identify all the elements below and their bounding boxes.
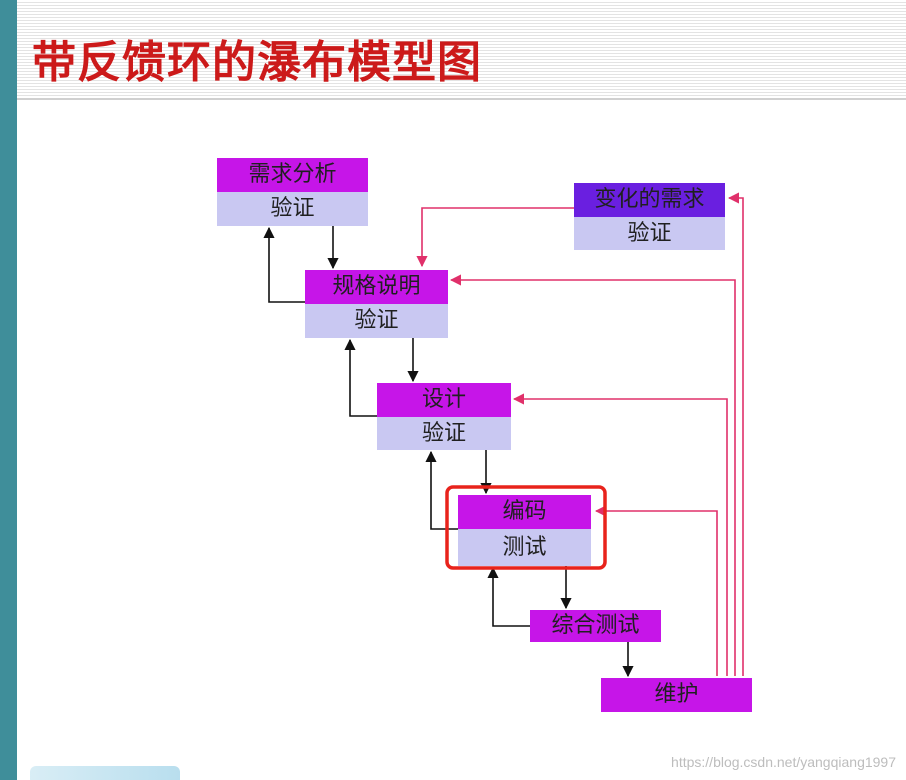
stage-spec-verify: 验证 bbox=[305, 304, 448, 338]
stage-design-verify: 验证 bbox=[377, 417, 511, 450]
stage-changing-requirements: 变化的需求 bbox=[574, 183, 725, 217]
stage-coding-test-label: 测试 bbox=[502, 534, 547, 560]
stage-design-label: 设计 bbox=[421, 387, 466, 412]
watermark-url: https://blog.csdn.net/yangqiang1997 bbox=[671, 754, 896, 770]
stage-integration-test: 综合测试 bbox=[530, 610, 661, 642]
stage-spec: 规格说明 bbox=[305, 270, 448, 304]
stage-requirements-verify: 验证 bbox=[217, 192, 368, 226]
stage-spec-label: 规格说明 bbox=[332, 274, 421, 299]
stage-coding: 编码 bbox=[458, 495, 591, 529]
verify-loop-spec-to-requirements bbox=[263, 226, 305, 303]
stage-design: 设计 bbox=[377, 383, 511, 417]
highlight-box bbox=[445, 485, 607, 570]
stage-changing-requirements-label: 变化的需求 bbox=[594, 187, 705, 212]
verify-loop-integration-to-coding bbox=[487, 566, 530, 627]
title-divider bbox=[17, 98, 906, 100]
feedback-changing-req-to-spec bbox=[416, 207, 574, 268]
verify-loop-coding-to-design bbox=[425, 450, 458, 530]
feedback-maintenance-to-coding bbox=[594, 505, 718, 676]
stage-changing-requirements-verify-label: 验证 bbox=[627, 220, 672, 246]
feedback-maintenance-to-spec bbox=[449, 274, 736, 676]
stage-maintenance: 维护 bbox=[601, 678, 752, 712]
stage-requirements-label: 需求分析 bbox=[248, 162, 337, 187]
stage-coding-test: 测试 bbox=[458, 529, 591, 566]
left-accent-bar bbox=[0, 0, 17, 780]
decorative-corner-shape bbox=[30, 766, 180, 780]
stage-spec-verify-label: 验证 bbox=[354, 308, 399, 333]
stage-requirements: 需求分析 bbox=[217, 158, 368, 192]
stage-design-verify-label: 验证 bbox=[421, 420, 466, 446]
verify-loop-design-to-spec bbox=[344, 338, 377, 417]
title-banner bbox=[17, 0, 906, 100]
stage-changing-requirements-verify: 验证 bbox=[574, 217, 725, 250]
feedback-maintenance-to-changing-req bbox=[727, 192, 744, 676]
page-title: 带反馈环的瀑布模型图 bbox=[32, 37, 482, 88]
stage-maintenance-label: 维护 bbox=[654, 682, 699, 707]
stage-coding-label: 编码 bbox=[502, 499, 547, 524]
stage-requirements-verify-label: 验证 bbox=[270, 196, 315, 221]
feedback-maintenance-to-design bbox=[512, 393, 728, 676]
stage-integration-test-label: 综合测试 bbox=[551, 613, 640, 638]
